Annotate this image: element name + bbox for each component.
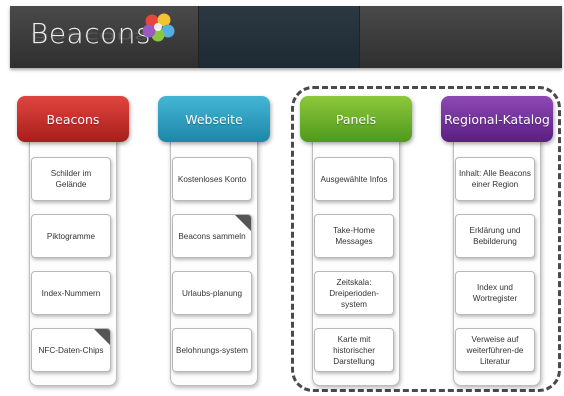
item-card: Urlaubs-planung bbox=[172, 271, 252, 315]
item-card: NFC-Daten-Chips bbox=[31, 328, 111, 372]
item-label: NFC-Daten-Chips bbox=[38, 345, 104, 355]
item-label: Take-Home Messages bbox=[333, 226, 375, 246]
item-card: Index und Wortregister bbox=[455, 271, 535, 315]
logo-text: Beacons bbox=[30, 17, 152, 50]
item-label: Karte mit historischer Darstellung bbox=[333, 334, 375, 366]
item-card: Karte mit historischer Darstellung bbox=[314, 328, 394, 372]
corner-marker bbox=[94, 329, 110, 345]
item-card: Verweise auf weiterführen-de Literatur bbox=[455, 328, 535, 372]
logo-reflection: Beacons bbox=[30, 29, 149, 44]
item-label: Belohnungs-system bbox=[176, 345, 248, 355]
item-card: Inhalt: Alle Beacons einer Region bbox=[455, 157, 535, 201]
item-card: Belohnungs-system bbox=[172, 328, 252, 372]
item-label: Zeitskala: Dreiperioden-system bbox=[329, 277, 379, 309]
header-center-panel bbox=[198, 6, 360, 68]
column-webseite: Webseite Kostenloses Konto Beacons samme… bbox=[158, 96, 274, 390]
column-panels: Panels Ausgewählte Infos Take-Home Messa… bbox=[300, 96, 416, 390]
item-label: Kostenloses Konto bbox=[177, 174, 247, 184]
item-label: Piktogramme bbox=[46, 231, 96, 241]
column-beacons: Beacons Schilder im Gelände Piktogramme … bbox=[17, 96, 133, 390]
column-header-panels: Panels bbox=[300, 96, 412, 142]
item-label: Erklärung und Bebilderung bbox=[469, 226, 521, 246]
item-label: Urlaubs-planung bbox=[181, 288, 243, 298]
item-label: Index und Wortregister bbox=[472, 283, 518, 303]
column-regional-katalog: Regional-Katalog Inhalt: Alle Beacons ei… bbox=[441, 96, 557, 390]
item-label: Index-Nummern bbox=[41, 288, 101, 298]
dashed-group-outline bbox=[291, 86, 561, 392]
item-card: Erklärung und Bebilderung bbox=[455, 214, 535, 258]
item-card: Index-Nummern bbox=[31, 271, 111, 315]
item-card: Ausgewählte Infos bbox=[314, 157, 394, 201]
item-label: Schilder im Gelände bbox=[50, 169, 92, 189]
item-card: Zeitskala: Dreiperioden-system bbox=[314, 271, 394, 315]
item-label: Ausgewählte Infos bbox=[320, 174, 388, 184]
column-header-webseite: Webseite bbox=[158, 96, 270, 142]
item-card: Piktogramme bbox=[31, 214, 111, 258]
item-card: Kostenloses Konto bbox=[172, 157, 252, 201]
column-header-regional-katalog: Regional-Katalog bbox=[441, 96, 553, 142]
beacon-flower-icon bbox=[142, 13, 175, 42]
item-card: Beacons sammeln bbox=[172, 214, 252, 258]
column-header-beacons: Beacons bbox=[17, 96, 129, 142]
header-bar: Beacons Beacons bbox=[10, 6, 562, 68]
item-card: Schilder im Gelände bbox=[31, 157, 111, 201]
corner-marker bbox=[235, 215, 251, 231]
item-card: Take-Home Messages bbox=[314, 214, 394, 258]
item-label: Inhalt: Alle Beacons einer Region bbox=[459, 169, 531, 189]
item-label: Verweise auf weiterführen-de Literatur bbox=[466, 334, 524, 366]
item-label: Beacons sammeln bbox=[178, 231, 246, 241]
